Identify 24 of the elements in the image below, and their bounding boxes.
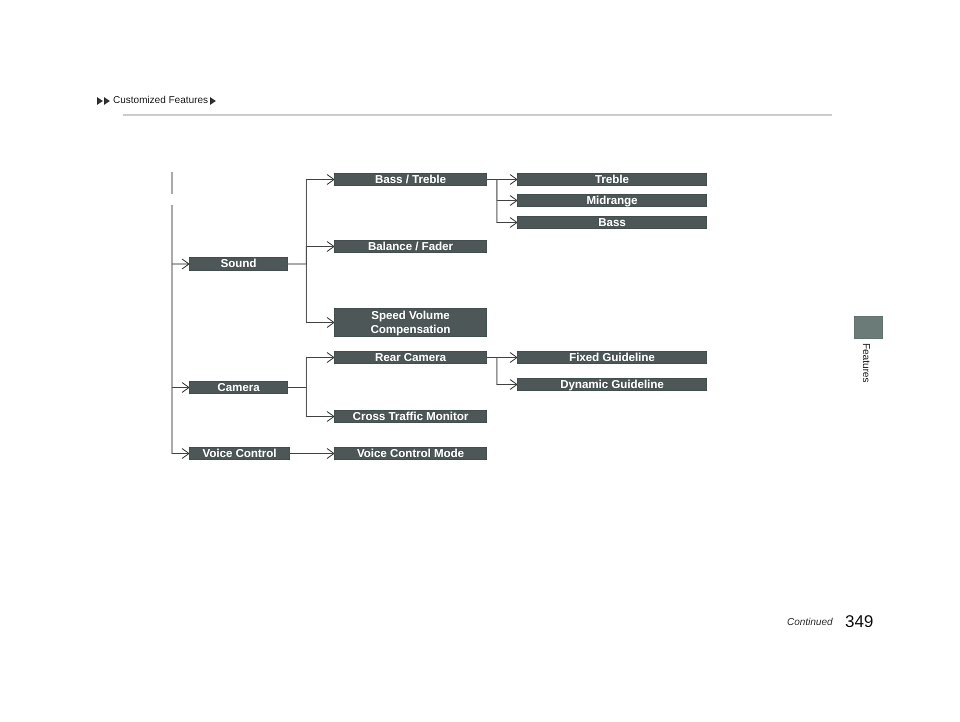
menu-box: Fixed Guideline [517,351,707,364]
menu-box: Sound [189,257,288,271]
arrow [290,448,334,459]
header-text: Customized Features [113,94,208,108]
continued-note: Continued [787,616,833,630]
arrow [172,204,190,459]
menu-box: Rear Camera [334,351,487,364]
menu-box: Cross Traffic Monitor [334,410,487,423]
menu-box: Dynamic Guideline [517,378,707,391]
menu-box: Treble [517,173,707,186]
menu-box: Midrange [517,194,707,207]
menu-box: Voice Control Mode [334,447,487,460]
section-label: Features [860,343,870,382]
arrow [288,264,334,328]
arrow [288,387,334,422]
menu-box: Camera [189,381,288,394]
menu-box: Speed Volume Compensation [334,308,487,337]
menu-box: Balance / Fader [334,240,487,253]
menu-box: Bass [517,216,707,229]
arrow [486,357,518,390]
menu-box: Voice Control [189,447,290,460]
menu-box: Bass / Treble [334,173,487,186]
page-number: 349 [845,611,874,633]
arrow [486,179,518,228]
